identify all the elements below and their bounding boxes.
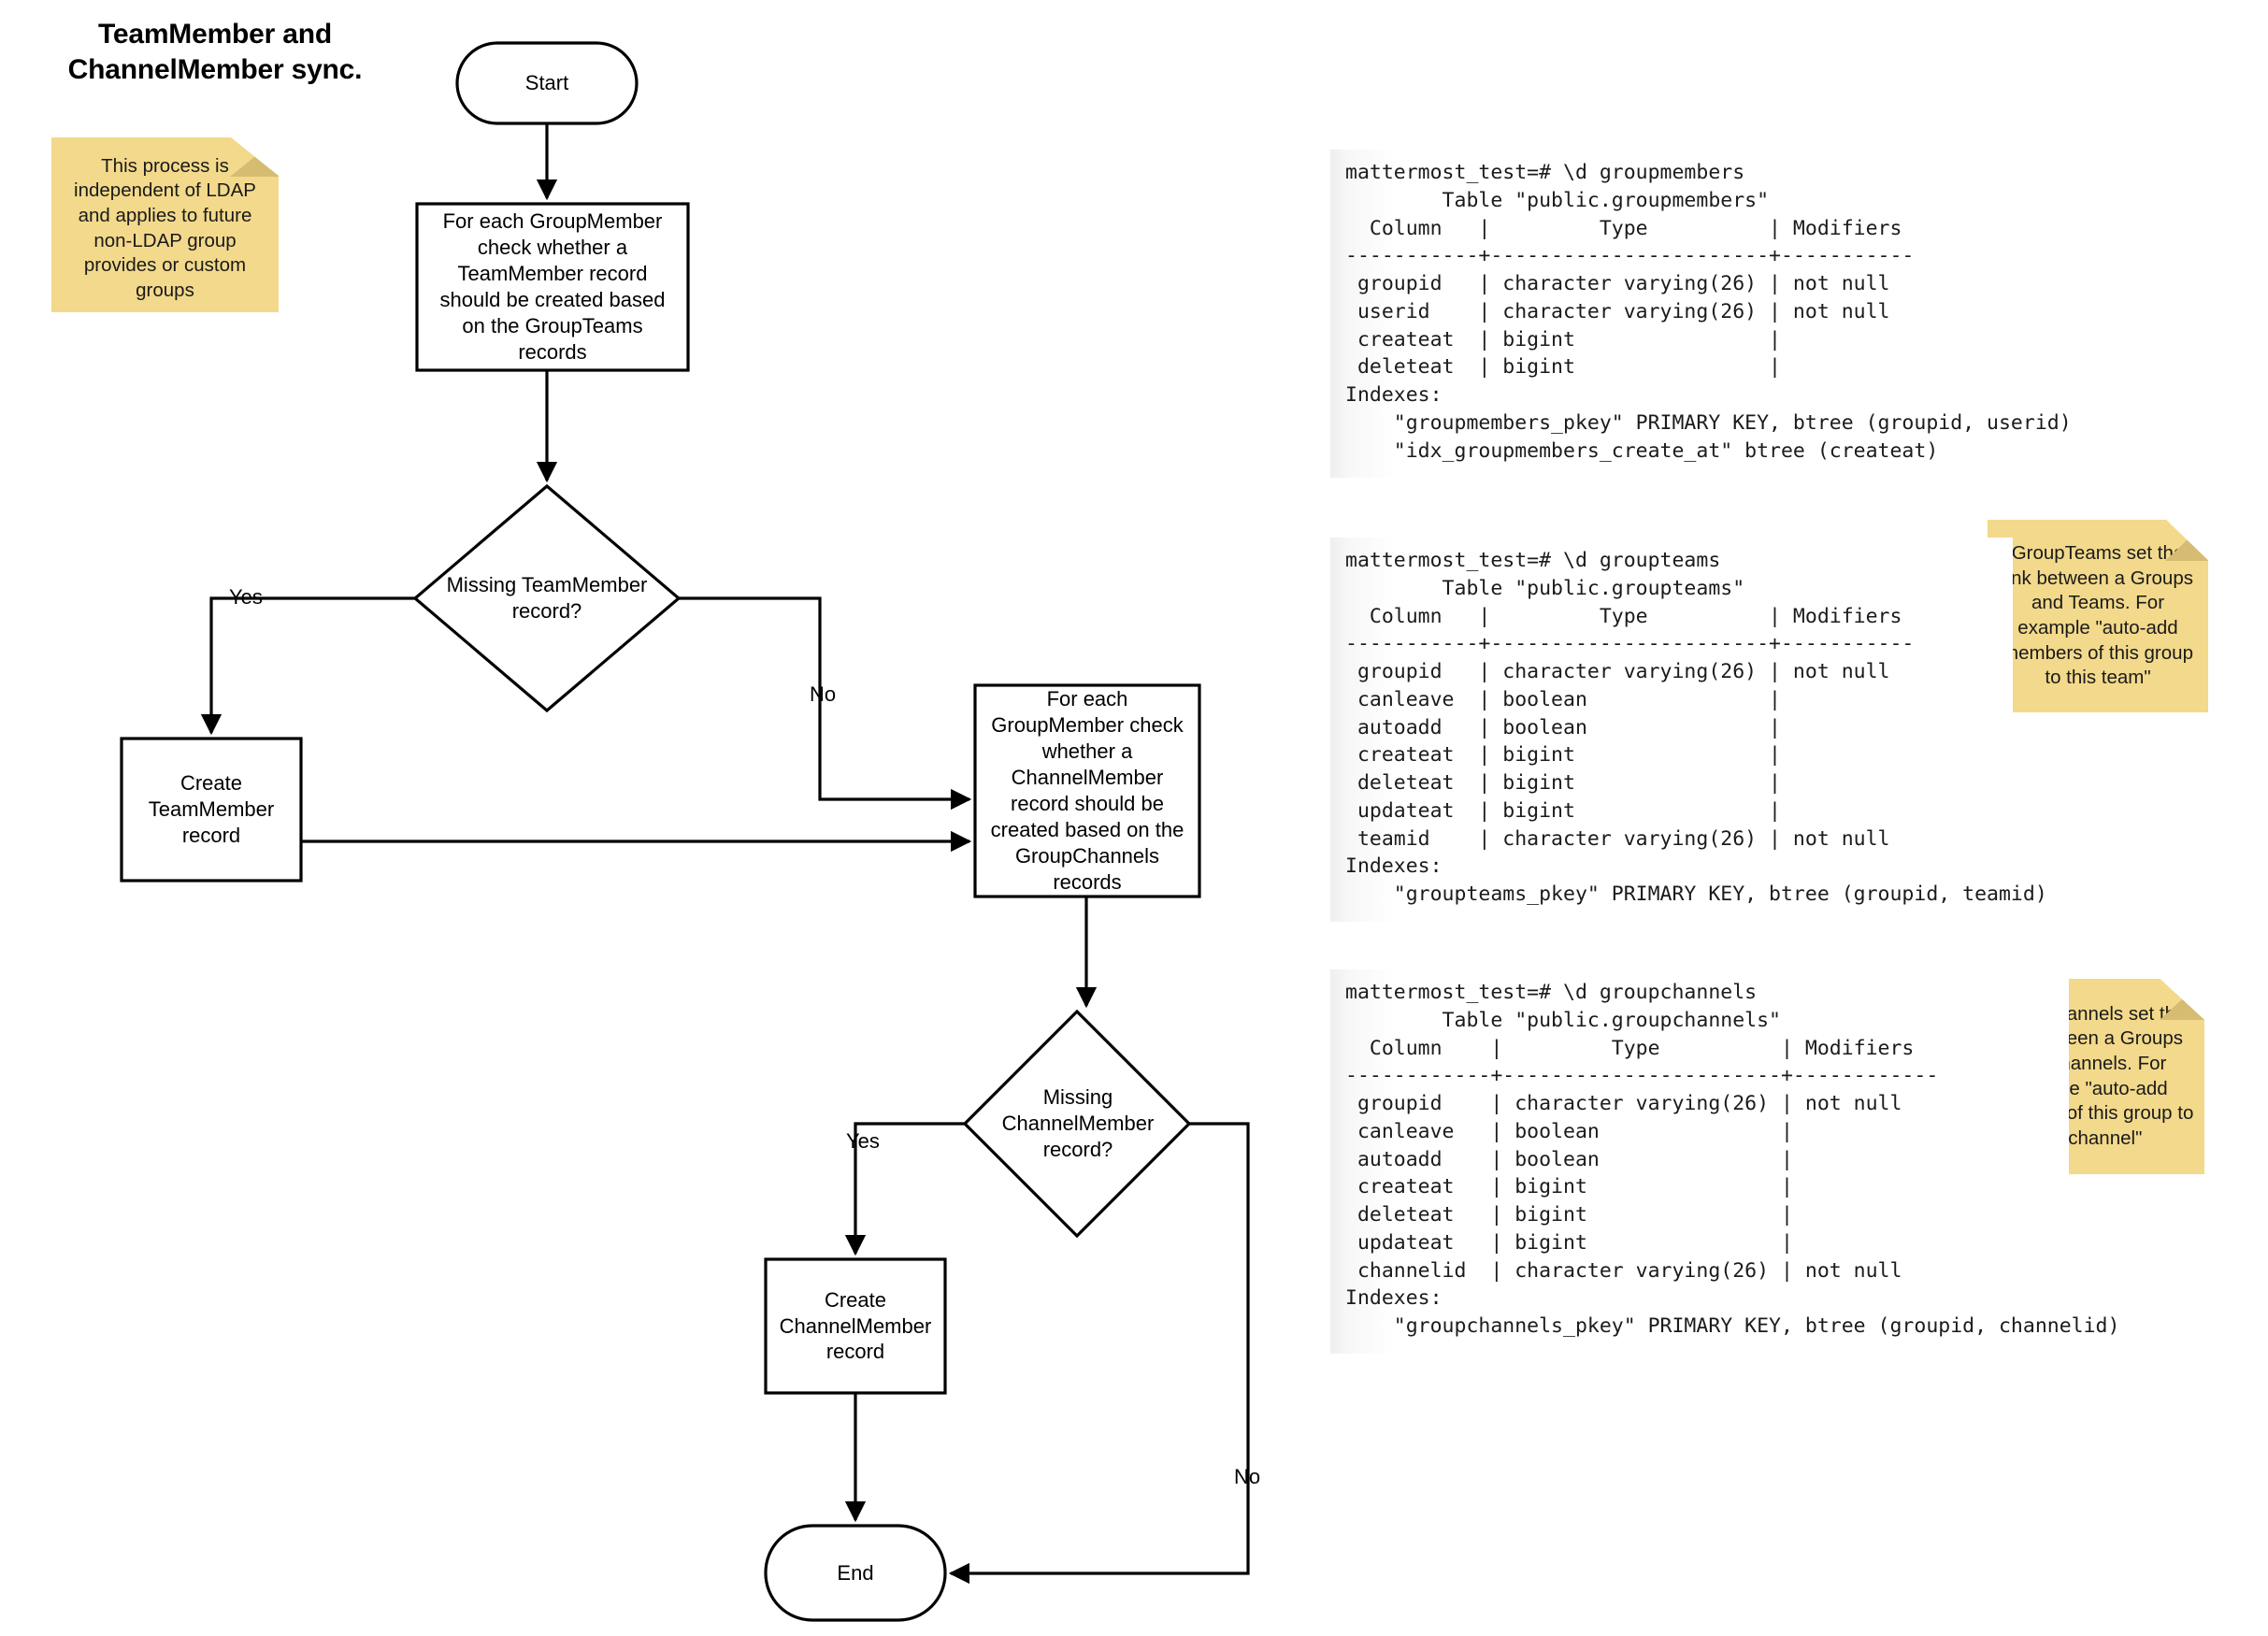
terminal-output-groupchannels: mattermost_test=# \d groupchannels Table… (1330, 969, 2119, 1354)
terminal-output-groupmembers: mattermost_test=# \d groupmembers Table … (1330, 150, 2072, 479)
start-node-label: Start (524, 71, 569, 95)
create-channelmember-label: Create ChannelMember record (779, 1287, 932, 1364)
sticky-note-ldap[interactable]: This process is independent of LDAP and … (51, 137, 279, 312)
start-node[interactable]: Start (457, 43, 637, 123)
decision-channelmember-label: Missing ChannelMember record? (1001, 1085, 1155, 1161)
terminal-output-groupteams: mattermost_test=# \d groupteams Table "p… (1330, 538, 2047, 922)
create-teammember-label: Create TeamMember record (148, 771, 275, 847)
edge-label-yes-teammember: Yes (229, 585, 263, 609)
sticky-note-ldap-text: This process is independent of LDAP and … (74, 154, 256, 301)
edge-label-yes-channelmember: Yes (846, 1129, 880, 1153)
note-fold-corner-icon (2165, 520, 2208, 561)
sticky-note-groupteams[interactable]: GroupTeams set the link between a Groups… (1988, 520, 2208, 712)
process-channelmember-node[interactable]: For each GroupMember check whether a Cha… (975, 685, 1199, 897)
sticky-note-groupteams-text: GroupTeams set the link between a Groups… (2002, 542, 2193, 689)
process-teammember-node[interactable]: For each GroupMember check whether a Tea… (417, 204, 688, 370)
edge-decision1-yes (200, 596, 415, 736)
edge-decision2-no (948, 1122, 1250, 1585)
edge-label-no-channelmember: No (1234, 1465, 1261, 1488)
create-teammember-node[interactable]: Create TeamMember record (122, 739, 301, 881)
decision-teammember-label: Missing TeamMember record? (446, 573, 648, 623)
create-channelmember-node[interactable]: Create ChannelMember record (766, 1259, 945, 1393)
page-title-line-1: TeamMember and (97, 19, 333, 50)
decision-teammember-node[interactable]: Missing TeamMember record? (425, 552, 668, 645)
end-node-label: End (837, 1560, 874, 1585)
end-node[interactable]: End (766, 1526, 945, 1620)
decision-channelmember-node[interactable]: Missing ChannelMember record? (980, 1075, 1176, 1172)
process-channelmember-label: For each GroupMember check whether a Cha… (990, 687, 1184, 894)
note-fold-corner-icon (230, 137, 279, 177)
edge-label-no-teammember: No (810, 682, 837, 706)
process-teammember-label: For each GroupMember check whether a Tea… (439, 209, 666, 364)
note-fold-corner-icon (2160, 979, 2204, 1020)
page-title-line-2: ChannelMember sync. (67, 54, 363, 86)
